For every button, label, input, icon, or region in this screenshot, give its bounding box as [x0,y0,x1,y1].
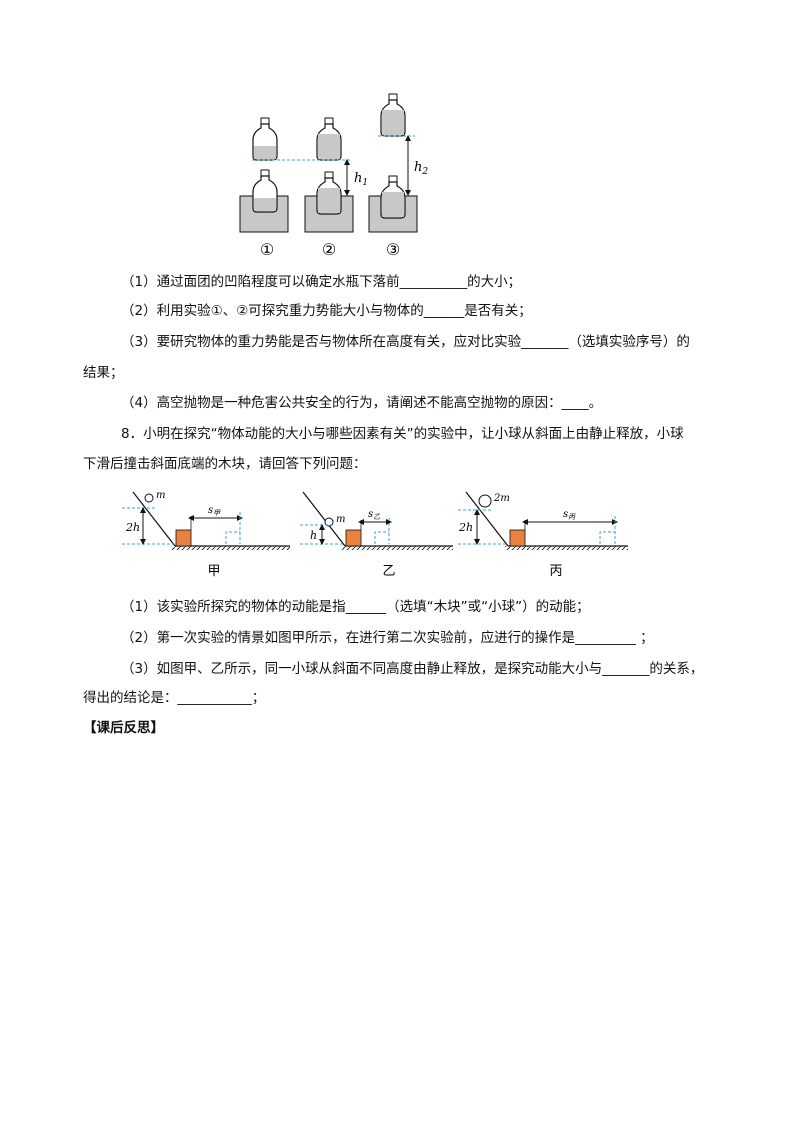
bottle-1-dough [252,169,278,213]
svg-text:2h: 2h [125,521,140,534]
experiment-label-1: ① [260,240,274,259]
wood-block-bing [509,529,526,547]
wood-block-jia [175,529,192,547]
svg-text:m: m [156,490,165,501]
svg-text:s甲: s甲 [208,505,221,517]
ramp-diagram-jia: m 2h s甲 [122,490,290,550]
q8-sub3-line2: 得出的结论是：___________； [83,690,266,706]
q7-sub3-line1: （3）要研究物体的重力势能是否与物体所在高度有关，应对比实验_______（选填… [121,334,690,350]
caption-bing: 丙 [549,564,562,579]
q8-sub1: （1）该实验所探究的物体的动能是指______（选填“木块”或“小球”）的动能； [121,599,590,615]
q8-intro-line1: 8．小明在探究“物体动能的大小与哪些因素有关”的实验中，让小球从斜面上由静止释放… [121,426,684,442]
q7-sub3-line2: 结果； [83,365,124,381]
bottle-3-top [380,93,406,137]
q7-sub4: （4）高空抛物是一种危害公共安全的行为，请阐述不能高空抛物的原因：____。 [121,395,603,411]
q8-sub2: （2）第一次实验的情景如图甲所示，在进行第二次实验前，应进行的操作是______… [121,630,654,646]
ramp-experiment-figure: m 2h s甲 m h s乙 2m [122,490,628,579]
caption-jia: 甲 [207,564,220,579]
bottle-drop-figure: h1 h2 ① ② ③ [239,93,428,259]
svg-text:s乙: s乙 [368,509,380,521]
h1-label: h1 [354,171,368,188]
svg-text:m: m [336,514,345,525]
svg-text:h: h [310,529,317,542]
experiment-label-2: ② [322,240,336,259]
experiment-label-3: ③ [386,240,400,259]
ramp-diagram-yi: m h s乙 [300,491,453,550]
caption-yi: 乙 [382,564,395,579]
svg-text:s丙: s丙 [563,509,576,521]
ramp-diagram-bing: 2m 2h s丙 [458,491,628,550]
reflection-heading: 【课后反思】 [83,720,164,736]
h2-label: h2 [414,160,428,177]
q7-sub2: （2）利用实验①、②可探究重力势能大小与物体的______是否有关； [121,303,532,319]
wood-block-yi [345,529,362,547]
svg-text:2m: 2m [493,493,510,504]
q8-intro-line2: 下滑后撞击斜面底端的木块，请回答下列问题： [83,456,367,472]
bottle-1-top [252,117,278,161]
q8-sub3-line1: （3）如图甲、乙所示，同一小球从斜面不同高度由静止释放，是探究动能大小与____… [121,661,704,677]
bottle-3-dough [380,175,406,219]
q7-sub1: （1）通过面团的凹陷程度可以确定水瓶下落前__________的大小； [121,274,522,290]
bottle-2-top [316,117,342,161]
svg-text:2h: 2h [458,521,473,534]
bottle-2-dough [316,171,342,215]
